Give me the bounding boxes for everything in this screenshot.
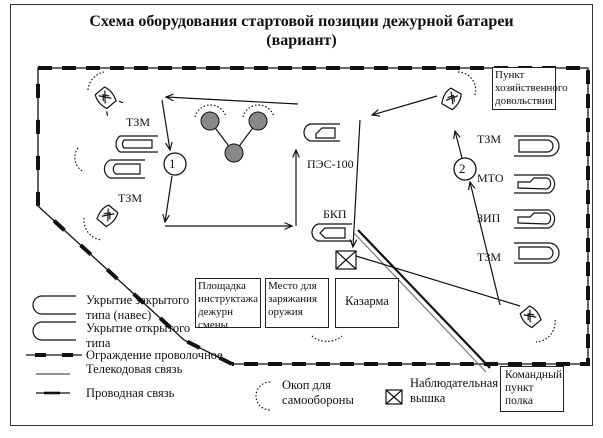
supply-point-box: Пункт хозяйственного довольствия (492, 67, 568, 110)
legend-trench-symbol (255, 381, 271, 411)
legend-telecode-link: Телекодовая связь (86, 362, 183, 376)
legend-wire-fence: Ограждение проволочное (86, 348, 223, 362)
barracks-box: Казарма (335, 278, 399, 328)
regiment-cp-box: Командный пункт полка (500, 366, 564, 412)
briefing-area-box: Площадка инструктажа дежурн смены (195, 278, 261, 331)
closed-shelter-icon (103, 159, 145, 179)
wired-link (355, 255, 521, 307)
launch-pad-cluster (194, 104, 275, 163)
label-mto: МТО (477, 171, 504, 185)
route-arrow (372, 95, 438, 115)
closed-shelter-icon (514, 242, 560, 264)
legend-trench: Окоп для самообороны (282, 378, 354, 407)
route-arrow (166, 97, 299, 105)
position-2-marker (453, 157, 477, 181)
open-shelter-icon-zip (514, 209, 556, 229)
route-arrow (470, 182, 501, 306)
label-tzm: ТЗМ (477, 132, 502, 146)
launcher-icon-top-right (441, 87, 462, 111)
open-shelter-icon-mto (514, 174, 556, 194)
title-line-1: Схема оборудования стартовой позиции деж… (89, 13, 514, 30)
label-pes: ПЭС-100 (307, 157, 354, 171)
label-tzm: ТЗМ (477, 250, 502, 264)
trench-icon (535, 319, 556, 343)
bkp-shelter-icon (311, 223, 352, 242)
label-tzm: ТЗМ (126, 115, 151, 129)
route-arrow (165, 175, 173, 222)
watchtower-icon (335, 250, 357, 270)
legend-closed-shelter: Укрытие закрытого типа (навес) (86, 293, 190, 322)
route-arrow (455, 131, 463, 159)
trench-icon (457, 71, 477, 96)
launcher-icon-top-left (94, 86, 124, 116)
launcher-icon-bottom-right (519, 305, 542, 329)
trench-icon (74, 147, 85, 173)
legend-closed-shelter-symbol (32, 295, 76, 315)
closed-shelter-icon (514, 135, 560, 157)
diagram-frame (10, 4, 593, 426)
wire-fence-perimeter (36, 66, 590, 366)
position-1-marker (163, 152, 187, 176)
pes-shelter-icon (303, 123, 340, 142)
route-arrow (353, 119, 361, 247)
label-circle-1: 1 (169, 156, 176, 171)
legend-open-shelter-symbol (32, 321, 76, 341)
label-tzm: ТЗМ (118, 191, 143, 205)
diagram-title: Схема оборудования стартовой позиции деж… (0, 12, 603, 50)
trench-icon (311, 335, 343, 343)
title-line-2: (вариант) (266, 32, 337, 49)
legend-watchtower-symbol (385, 389, 403, 405)
label-zip: ЗИП (477, 211, 501, 225)
legend-open-shelter: Укрытие открытого типа (86, 321, 191, 350)
telecode-link (353, 229, 491, 373)
trench-icon (83, 217, 103, 241)
legend-wired-link: Проводная связь (86, 386, 175, 400)
closed-shelter-icon (115, 135, 158, 153)
trench-icon (87, 71, 105, 91)
label-circle-2: 2 (459, 161, 466, 176)
weapon-loading-box: Место для заряжания оружия (265, 278, 329, 328)
route-arrow (161, 99, 170, 150)
label-bkp: БКП (323, 207, 347, 221)
launcher-icon-bottom-left (96, 204, 119, 228)
legend-watchtower: Наблюдательная вышка (410, 376, 499, 405)
